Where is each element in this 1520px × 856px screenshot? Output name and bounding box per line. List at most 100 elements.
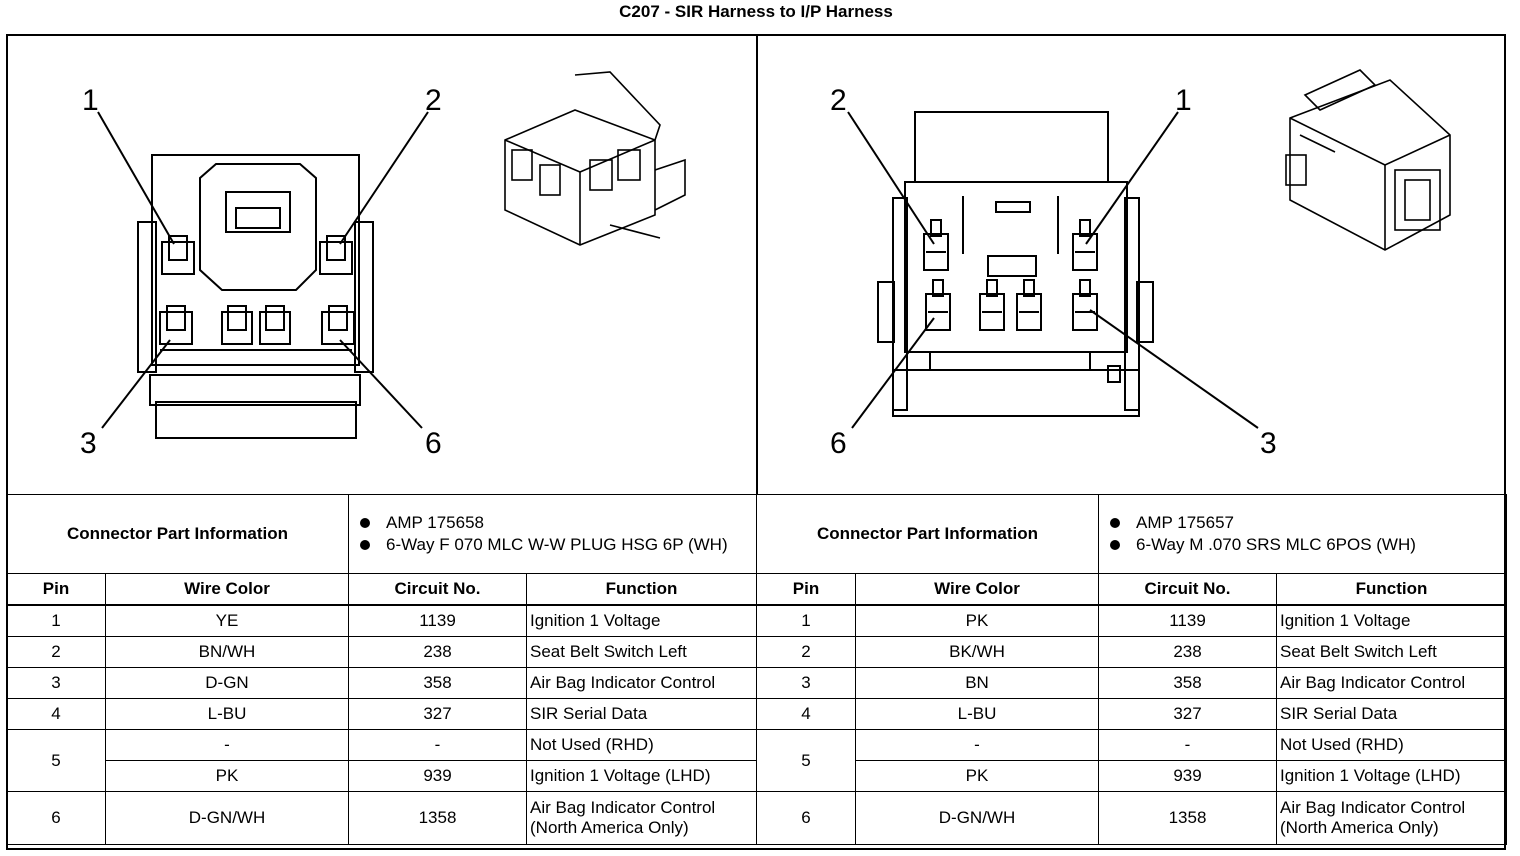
left-header-circuit: Circuit No. xyxy=(348,573,527,606)
wire-color-cell: L-BU xyxy=(105,698,349,730)
left-callout-3: 3 xyxy=(80,427,97,460)
right-pin-2 xyxy=(923,219,949,271)
table-row: 6 D-GN/WH 1358 Air Bag Indicator Control… xyxy=(756,791,1507,845)
table-row: 1 PK 1139 Ignition 1 Voltage xyxy=(756,604,1507,637)
function-cell: Ignition 1 Voltage xyxy=(526,604,757,637)
circuit-cell: 939 xyxy=(1098,760,1277,792)
pin-cell: 5 xyxy=(6,729,106,792)
pin-cell: 2 xyxy=(6,636,106,668)
pin-cell: 1 xyxy=(756,604,856,637)
page-title: C207 - SIR Harness to I/P Harness xyxy=(619,2,893,21)
left-cavity-5 xyxy=(259,305,291,345)
pin-cell: 1 xyxy=(6,604,106,637)
circuit-cell: 327 xyxy=(1098,698,1277,730)
right-header-circuit: Circuit No. xyxy=(1098,573,1277,606)
function-cell: Air Bag Indicator Control xyxy=(526,667,757,699)
function-cell: Seat Belt Switch Left xyxy=(526,636,757,668)
circuit-cell: 1139 xyxy=(1098,604,1277,637)
table-row: 2 BK/WH 238 Seat Belt Switch Left xyxy=(756,636,1507,668)
right-pin-5 xyxy=(979,279,1005,331)
pin-cell: 3 xyxy=(6,667,106,699)
left-part-description: 6-Way F 070 MLC W-W PLUG HSG 6P (WH) xyxy=(360,534,753,556)
left-part-info-label: Connector Part Information xyxy=(6,494,349,574)
right-callout-6: 6 xyxy=(830,427,847,460)
function-cell: SIR Serial Data xyxy=(526,698,757,730)
right-pin-3 xyxy=(1072,279,1098,331)
left-cavity-4 xyxy=(221,305,253,345)
right-pin-table: Connector Part Information AMP 175657 6-… xyxy=(756,494,1507,845)
circuit-cell: 358 xyxy=(348,667,527,699)
wire-color-cell: D-GN/WH xyxy=(855,791,1099,845)
left-connector-isometric xyxy=(504,71,686,246)
table-row: 2 BN/WH 238 Seat Belt Switch Left xyxy=(6,636,757,668)
wire-color-cell: PK xyxy=(105,760,349,792)
right-pin-6 xyxy=(925,279,951,331)
wire-color-cell: YE xyxy=(105,604,349,637)
circuit-cell: 327 xyxy=(348,698,527,730)
function-cell: Air Bag Indicator Control (North America… xyxy=(526,791,757,845)
circuit-cell: 238 xyxy=(1098,636,1277,668)
left-cavity-1 xyxy=(161,235,195,275)
table-row: 4 L-BU 327 SIR Serial Data xyxy=(756,698,1507,730)
table-row: 3 BN 358 Air Bag Indicator Control xyxy=(756,667,1507,699)
left-header-pin: Pin xyxy=(6,573,106,606)
circuit-cell: - xyxy=(1098,729,1277,761)
left-connector-face xyxy=(97,111,429,439)
pin-cell: 6 xyxy=(6,791,106,845)
right-part-number: AMP 175657 xyxy=(1110,512,1503,534)
table-row: PK 939 Ignition 1 Voltage (LHD) xyxy=(757,760,1507,792)
circuit-cell: 939 xyxy=(348,760,527,792)
function-cell: SIR Serial Data xyxy=(1276,698,1507,730)
pin-cell: 3 xyxy=(756,667,856,699)
left-cavity-3 xyxy=(159,305,193,345)
left-cavity-2 xyxy=(319,235,353,275)
pin-cell: 6 xyxy=(756,791,856,845)
table-row: 3 D-GN 358 Air Bag Indicator Control xyxy=(6,667,757,699)
left-part-number: AMP 175658 xyxy=(360,512,753,534)
left-part-info: AMP 175658 6-Way F 070 MLC W-W PLUG HSG … xyxy=(348,494,757,574)
pin-cell: 5 xyxy=(756,729,856,792)
function-cell: Not Used (RHD) xyxy=(526,729,757,761)
table-row: 4 L-BU 327 SIR Serial Data xyxy=(6,698,757,730)
right-part-info-label: Connector Part Information xyxy=(756,494,1099,574)
right-pin-1 xyxy=(1072,219,1098,271)
table-row: 1 YE 1139 Ignition 1 Voltage xyxy=(6,604,757,637)
left-cavity-6 xyxy=(321,305,355,345)
wire-color-cell: - xyxy=(105,729,349,761)
table-row: 5 - - Not Used (RHD) xyxy=(6,729,757,792)
function-cell: Ignition 1 Voltage (LHD) xyxy=(526,760,757,792)
left-callout-1: 1 xyxy=(82,84,99,117)
right-pin-4 xyxy=(1016,279,1042,331)
table-row: 6 D-GN/WH 1358 Air Bag Indicator Control… xyxy=(6,791,757,845)
wire-color-cell: L-BU xyxy=(855,698,1099,730)
wire-color-cell: PK xyxy=(855,760,1099,792)
pin-cell: 4 xyxy=(756,698,856,730)
function-cell: Not Used (RHD) xyxy=(1276,729,1507,761)
wire-color-cell: PK xyxy=(855,604,1099,637)
wire-color-cell: BK/WH xyxy=(855,636,1099,668)
right-header-wire-color: Wire Color xyxy=(855,573,1099,606)
table-row: PK 939 Ignition 1 Voltage (LHD) xyxy=(7,760,757,792)
wire-color-cell: D-GN/WH xyxy=(105,791,349,845)
right-part-info: AMP 175657 6-Way M .070 SRS MLC 6POS (WH… xyxy=(1098,494,1507,574)
right-callout-3: 3 xyxy=(1260,427,1277,460)
circuit-cell: 1358 xyxy=(348,791,527,845)
right-connector-isometric xyxy=(1285,69,1451,251)
right-connector-face xyxy=(847,111,1259,429)
wire-color-cell: BN/WH xyxy=(105,636,349,668)
left-callout-6: 6 xyxy=(425,427,442,460)
pin-cell: 2 xyxy=(756,636,856,668)
function-cell: Air Bag Indicator Control xyxy=(1276,667,1507,699)
right-header-function: Function xyxy=(1276,573,1507,606)
wire-color-cell: - xyxy=(855,729,1099,761)
circuit-cell: 358 xyxy=(1098,667,1277,699)
function-cell: Seat Belt Switch Left xyxy=(1276,636,1507,668)
circuit-cell: - xyxy=(348,729,527,761)
wire-color-cell: D-GN xyxy=(105,667,349,699)
circuit-cell: 1139 xyxy=(348,604,527,637)
function-cell: Air Bag Indicator Control (North America… xyxy=(1276,791,1507,845)
function-cell: Ignition 1 Voltage (LHD) xyxy=(1276,760,1507,792)
wire-color-cell: BN xyxy=(855,667,1099,699)
left-pin-table: Connector Part Information AMP 175658 6-… xyxy=(6,494,757,845)
